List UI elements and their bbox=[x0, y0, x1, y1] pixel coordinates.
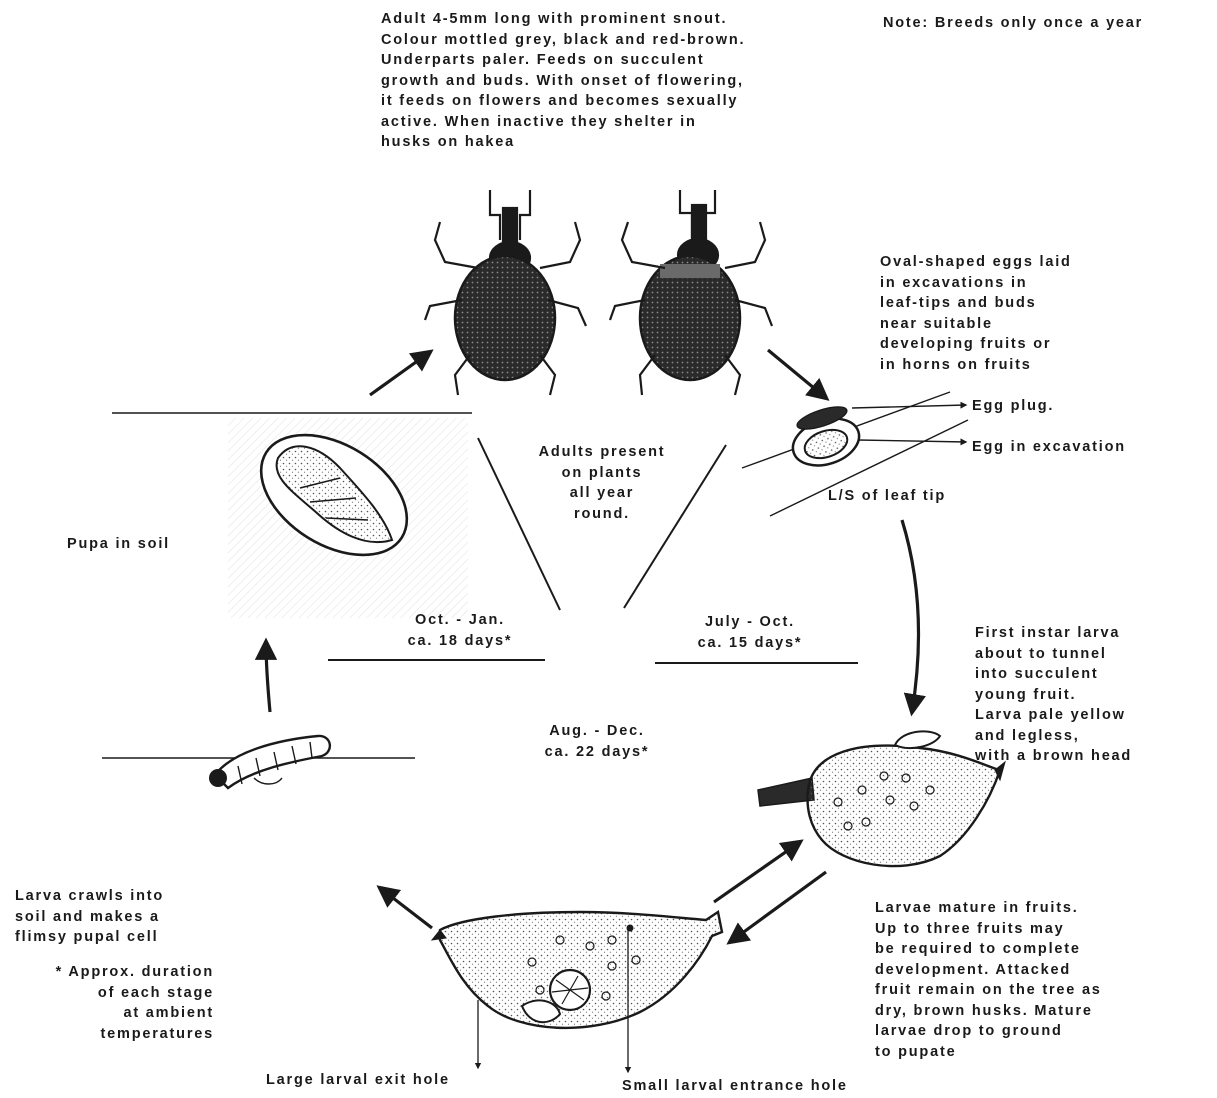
pupa-label: Pupa in soil bbox=[67, 534, 170, 555]
adult-description: Adult 4-5mm long with prominent snout. C… bbox=[381, 9, 745, 153]
weevil-adult-icon bbox=[425, 190, 586, 395]
larva-icon bbox=[102, 736, 415, 788]
pupa-icon bbox=[112, 410, 472, 618]
first-instar-description: First instar larva about to tunnel into … bbox=[975, 623, 1132, 767]
stage-egg-duration: July - Oct. ca. 15 days* bbox=[670, 612, 830, 653]
weevil-adult-icon bbox=[610, 190, 772, 395]
larva-crawls-description: Larva crawls into soil and makes a flims… bbox=[15, 886, 164, 948]
egg-plug-label: Egg plug. bbox=[972, 396, 1054, 417]
breeding-note: Note: Breeds only once a year bbox=[883, 13, 1143, 34]
leaf-tip-label: L/S of leaf tip bbox=[828, 486, 946, 507]
larvae-mature-description: Larvae mature in fruits. Up to three fru… bbox=[875, 898, 1102, 1062]
exit-hole-label: Large larval exit hole bbox=[266, 1070, 450, 1091]
stage-larva-duration: Aug. - Dec. ca. 22 days* bbox=[512, 721, 682, 762]
mature-fruit-icon bbox=[432, 912, 722, 1072]
egg-excavation-label: Egg in excavation bbox=[972, 437, 1126, 458]
eggs-description: Oval-shaped eggs laid in excavations in … bbox=[880, 252, 1072, 375]
stage-pupa-duration: Oct. - Jan. ca. 18 days* bbox=[380, 610, 540, 651]
entrance-hole-label: Small larval entrance hole bbox=[622, 1076, 848, 1097]
center-text: Adults present on plants all year round. bbox=[514, 442, 690, 524]
duration-footnote: * Approx. duration of each stage at ambi… bbox=[10, 962, 214, 1044]
